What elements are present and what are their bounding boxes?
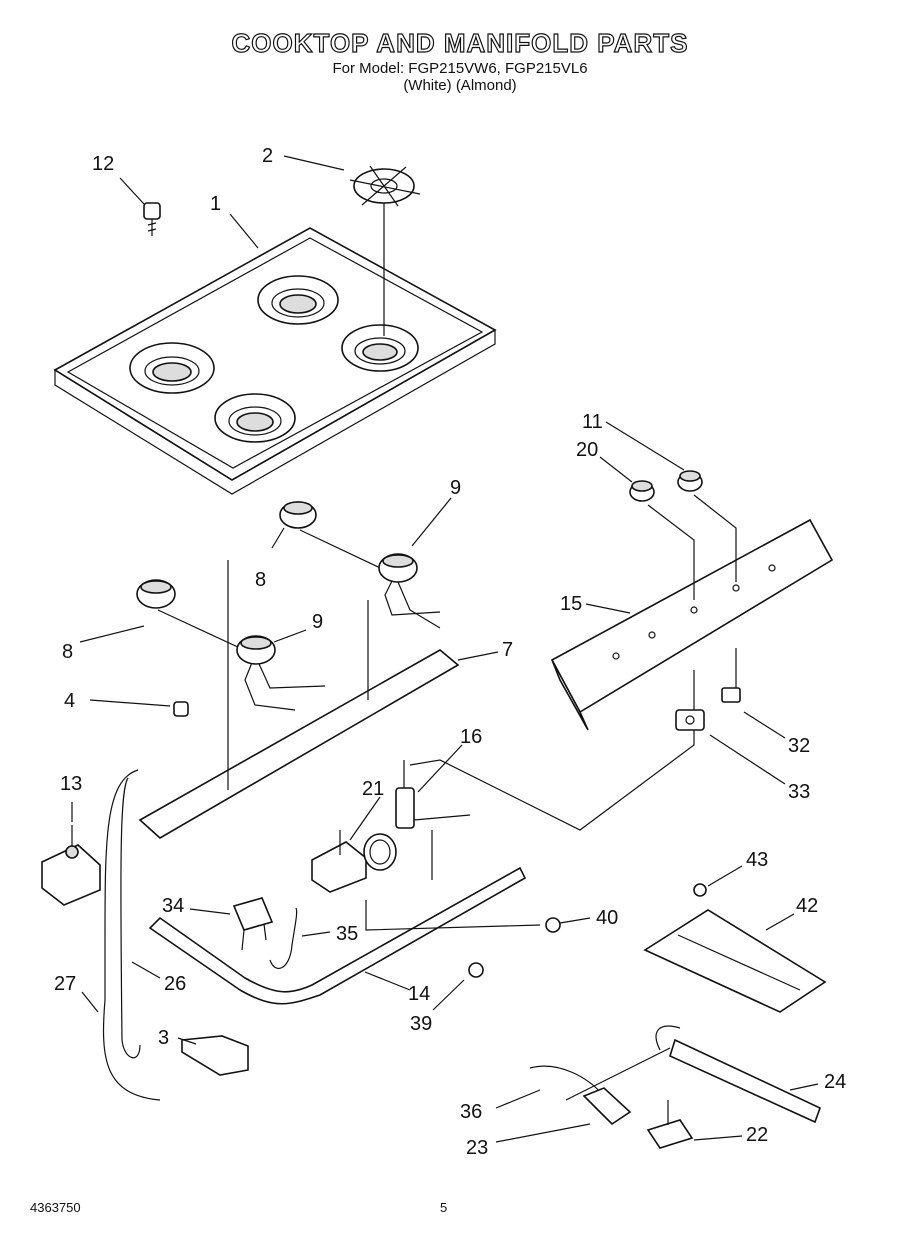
igniter-part-22 [646,1100,694,1149]
screw-part-40 [545,917,561,933]
callout-2: 2 [262,145,273,167]
callout-15: 15 [560,593,582,615]
clip-part-33 [409,670,705,831]
callout-24: 24 [824,1071,846,1093]
switch-part-16 [365,760,541,931]
page-number: 5 [440,1200,448,1215]
callout-32: 32 [788,735,810,757]
screw-part-39 [468,962,484,978]
callout-22: 22 [746,1124,768,1146]
callout-35: 35 [336,923,358,945]
plate-part-42 [643,909,827,1013]
callout-9a: 9 [450,477,461,499]
callout-27: 27 [54,973,76,995]
callout-36: 36 [460,1101,482,1123]
bracket-part-3 [181,1035,249,1076]
supply-tube-part-26-27 [102,769,161,1101]
page-title: COOKTOP AND MANIFOLD PARTS [231,27,689,58]
callout-7: 7 [502,639,513,661]
wire-part-36 [529,1047,671,1101]
burner-assembly-lower [136,579,326,711]
cooktop-part [53,227,497,495]
knob-part-20 [629,480,695,600]
callout-23: 23 [466,1137,488,1159]
burner-tube-part-24 [655,1025,821,1124]
callout-26: 26 [164,973,186,995]
regulator-part-21 [311,830,397,893]
callout-13: 13 [60,773,82,795]
callout-33: 33 [788,781,810,803]
callout-14: 14 [408,983,430,1005]
callout-20: 20 [576,439,598,461]
color-line: (White) (Almond) [403,77,517,94]
callout-21: 21 [362,778,384,800]
callout-34: 34 [162,895,184,917]
wire-part-35 [269,907,298,970]
callout-11: 11 [582,411,603,433]
clip-part-32 [721,648,741,703]
callout-12: 12 [92,153,114,175]
callout-43: 43 [746,849,768,871]
burner-bracket-part [138,560,460,839]
knob-part-11 [677,470,737,582]
manifold-panel-part [550,518,834,731]
nut-part-4 [173,701,189,717]
callout-8a: 8 [255,569,266,591]
callout-1: 1 [210,193,221,215]
callout-4: 4 [64,690,75,712]
callout-40: 40 [596,907,618,929]
leader-lines [71,155,819,1143]
burner-assembly-upper [279,501,441,629]
ignitor-module-part-34 [232,897,274,951]
callout-16: 16 [460,726,482,748]
nut-part-43 [693,883,707,897]
screw-part-12 [143,202,161,236]
gas-valve-part-13 [41,825,101,906]
burner-grate-part [349,165,421,336]
callout-42: 42 [796,895,818,917]
callout-39: 39 [410,1013,432,1035]
callout-8b: 8 [62,641,73,663]
callout-3: 3 [158,1027,169,1049]
callout-9b: 9 [312,611,323,633]
model-line: For Model: FGP215VW6, FGP215VL6 [332,60,588,77]
manifold-pipe-part-14 [148,866,527,1005]
electrode-part-23 [582,1087,632,1126]
document-number: 4363750 [30,1200,81,1215]
